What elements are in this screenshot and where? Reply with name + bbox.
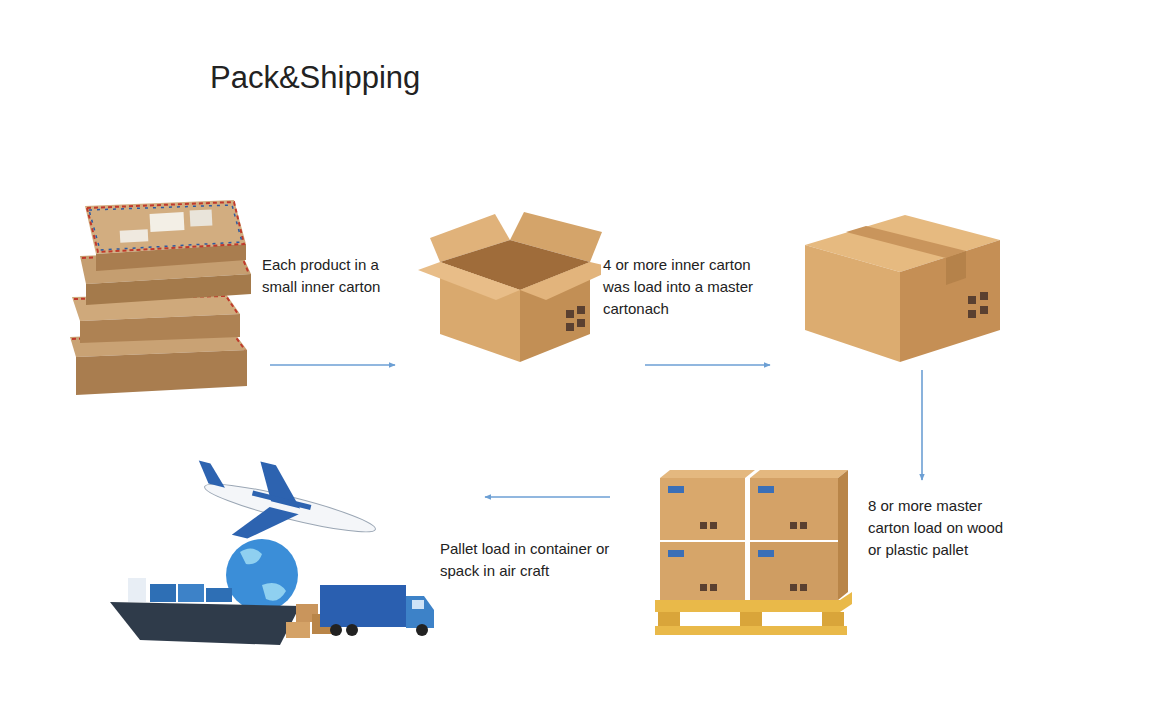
step-note: 4 or more inner carton was load into a m… bbox=[601, 253, 777, 321]
transport-picture bbox=[183, 447, 384, 568]
pallet-load bbox=[658, 612, 680, 626]
pallet-load bbox=[790, 584, 797, 591]
pallet-load bbox=[758, 486, 774, 493]
stage-picture bbox=[65, 195, 270, 395]
pallet-load bbox=[660, 542, 745, 600]
step-note: 8 or more master carton load on wood or … bbox=[866, 494, 1020, 562]
open-carton bbox=[418, 262, 520, 300]
pallet-load bbox=[750, 542, 838, 600]
transport-picture bbox=[194, 461, 230, 488]
flow-arrow bbox=[645, 364, 770, 366]
pallet-load bbox=[655, 470, 852, 635]
mailer-boxes bbox=[96, 244, 246, 271]
transport-picture bbox=[330, 624, 342, 636]
master-carton bbox=[946, 251, 966, 285]
diagram-title: Pack&Shipping bbox=[210, 60, 420, 96]
open-carton bbox=[577, 319, 585, 327]
transport-picture bbox=[206, 588, 232, 602]
pallet-load bbox=[710, 584, 717, 591]
transport-picture bbox=[202, 476, 378, 540]
pallet-load bbox=[655, 626, 847, 635]
pallet-load bbox=[790, 522, 797, 529]
mailer-boxes bbox=[76, 350, 247, 395]
mailer-boxes bbox=[85, 200, 246, 254]
pallet-load bbox=[800, 522, 807, 529]
transport-picture bbox=[110, 602, 300, 645]
pallet-load bbox=[668, 486, 684, 493]
pallet-load bbox=[700, 522, 707, 529]
flow-arrow bbox=[485, 496, 610, 498]
transport-picture bbox=[346, 624, 358, 636]
pallet-load bbox=[668, 550, 684, 557]
transport-picture bbox=[320, 585, 406, 627]
master-carton bbox=[900, 240, 1000, 362]
transport-picture bbox=[150, 584, 176, 602]
transport-picture bbox=[412, 600, 424, 609]
master-carton bbox=[980, 306, 988, 314]
open-carton bbox=[418, 212, 616, 362]
flow-arrow bbox=[270, 364, 395, 366]
pallet-load bbox=[750, 470, 848, 478]
pallet-load bbox=[740, 612, 762, 626]
step-note: Pallet load in container or spack in air… bbox=[438, 537, 632, 583]
mailer-boxes bbox=[87, 202, 244, 252]
mailer-boxes bbox=[190, 209, 213, 226]
pallet-load bbox=[822, 612, 844, 626]
transport-picture bbox=[286, 622, 310, 638]
step-note: Each product in a small inner carton bbox=[260, 253, 386, 299]
pallet-load bbox=[750, 478, 838, 540]
stage-picture bbox=[100, 470, 485, 660]
transport-picture bbox=[110, 447, 434, 645]
transport-picture bbox=[252, 491, 311, 510]
mailer-boxes bbox=[150, 212, 185, 232]
master-carton bbox=[846, 226, 966, 258]
transport-picture bbox=[232, 500, 299, 549]
master-carton bbox=[968, 296, 976, 304]
master-carton bbox=[805, 245, 900, 362]
transport-picture bbox=[416, 624, 428, 636]
pallet-load bbox=[758, 550, 774, 557]
mailer-boxes bbox=[86, 274, 251, 305]
pallet-load bbox=[800, 584, 807, 591]
pallet-load bbox=[700, 584, 707, 591]
mailer-boxes bbox=[120, 229, 149, 242]
mailer-boxes bbox=[89, 205, 242, 250]
pallet-load bbox=[660, 478, 745, 540]
transport-picture bbox=[128, 578, 146, 602]
transport-picture bbox=[240, 548, 286, 600]
pallet-load bbox=[838, 470, 848, 600]
transport-picture bbox=[406, 596, 434, 628]
master-carton bbox=[980, 292, 988, 300]
flow-arrow bbox=[921, 370, 923, 480]
open-carton bbox=[566, 310, 574, 318]
master-carton bbox=[805, 215, 1000, 362]
master-carton bbox=[968, 310, 976, 318]
pallet-load bbox=[660, 470, 755, 478]
pallet-load bbox=[710, 522, 717, 529]
open-carton bbox=[566, 323, 574, 331]
transport-picture bbox=[178, 584, 204, 602]
mailer-boxes bbox=[80, 314, 240, 343]
transport-picture bbox=[226, 539, 298, 611]
pallet-load bbox=[655, 592, 852, 612]
mailer-boxes bbox=[70, 200, 251, 395]
open-carton bbox=[577, 306, 585, 314]
stage-picture bbox=[770, 210, 1005, 370]
